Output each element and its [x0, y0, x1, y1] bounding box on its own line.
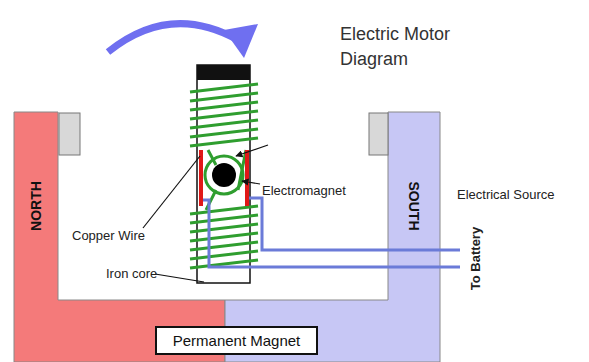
- part-label: Copper Wire: [72, 228, 145, 243]
- core-cap: [197, 65, 250, 80]
- pole-label-box: NORTH: [14, 112, 58, 300]
- diagram-title: Electric Motor Diagram: [340, 22, 490, 72]
- rotation-arrow: [108, 24, 238, 52]
- pole-label-box: SOUTH: [388, 112, 440, 300]
- magnet-label: Permanent Magnet: [173, 332, 301, 349]
- north-pole: [14, 112, 225, 362]
- pole-name: SOUTH: [406, 182, 422, 231]
- part-label: To Battery: [468, 226, 483, 289]
- leader-line: [143, 145, 268, 282]
- pole-name: NORTH: [28, 181, 44, 231]
- pole-face: [369, 113, 388, 155]
- rotation-arrowhead: [224, 24, 258, 58]
- magnet-label-box: Permanent Magnet: [155, 326, 318, 355]
- copper-coil: [190, 84, 258, 268]
- south-pole: [225, 112, 440, 362]
- part-label: Electromagnet: [262, 183, 346, 198]
- brush: [199, 150, 203, 206]
- brush: [245, 150, 249, 206]
- pole-face: [59, 113, 80, 155]
- part-label: Iron core: [106, 266, 157, 281]
- commutator-ring: [205, 156, 243, 194]
- part-label: Electrical Source: [457, 187, 555, 202]
- shaft: [212, 163, 236, 187]
